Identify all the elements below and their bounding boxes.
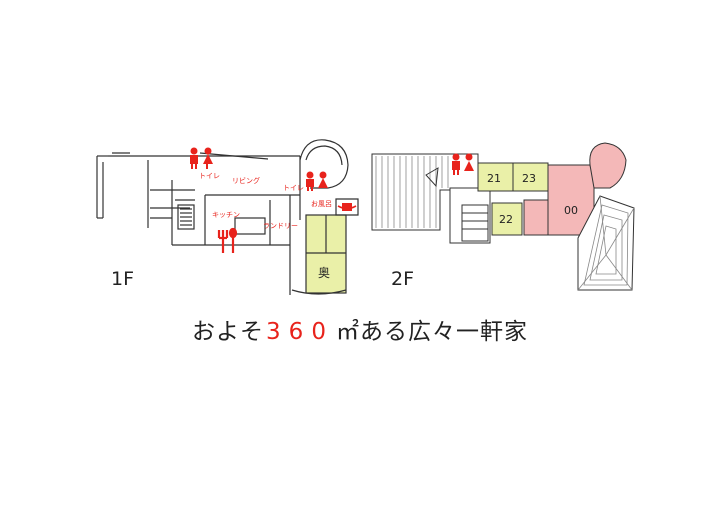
- room-label-toilet-a: トイレ: [199, 172, 220, 180]
- caption-area-number: 360: [266, 319, 334, 345]
- caption-prefix: およそ: [192, 319, 265, 345]
- cutlery-icon: [217, 227, 238, 253]
- room-label-laundry: ランドリー: [263, 222, 298, 230]
- room-label-back-room: 奥: [318, 266, 330, 280]
- room-label-bath: お風呂: [311, 200, 332, 208]
- floor-label-2f: 2F: [391, 268, 415, 290]
- bath-icon: [342, 203, 352, 211]
- room-label-00: 00: [564, 204, 578, 217]
- room-label-23: 23: [522, 172, 536, 185]
- room-label-21: 21: [487, 172, 501, 185]
- room-label-living: リビング: [232, 176, 260, 185]
- room-label-kitchen: キッチン: [212, 211, 240, 219]
- person-icons-1f-right: [306, 171, 328, 191]
- first-floor-plan: [96, 139, 359, 295]
- person-icons-1f-top: [190, 147, 213, 169]
- room-label-toilet-b: トイレ: [283, 184, 304, 192]
- floor-label-1f: 1F: [111, 268, 135, 290]
- room-label-22: 22: [499, 213, 513, 226]
- caption: およそ360㎡ある広々一軒家: [0, 312, 720, 346]
- second-floor-plan: [371, 142, 635, 291]
- caption-suffix: ㎡ある広々一軒家: [335, 319, 528, 345]
- person-icons-2f: [452, 153, 474, 175]
